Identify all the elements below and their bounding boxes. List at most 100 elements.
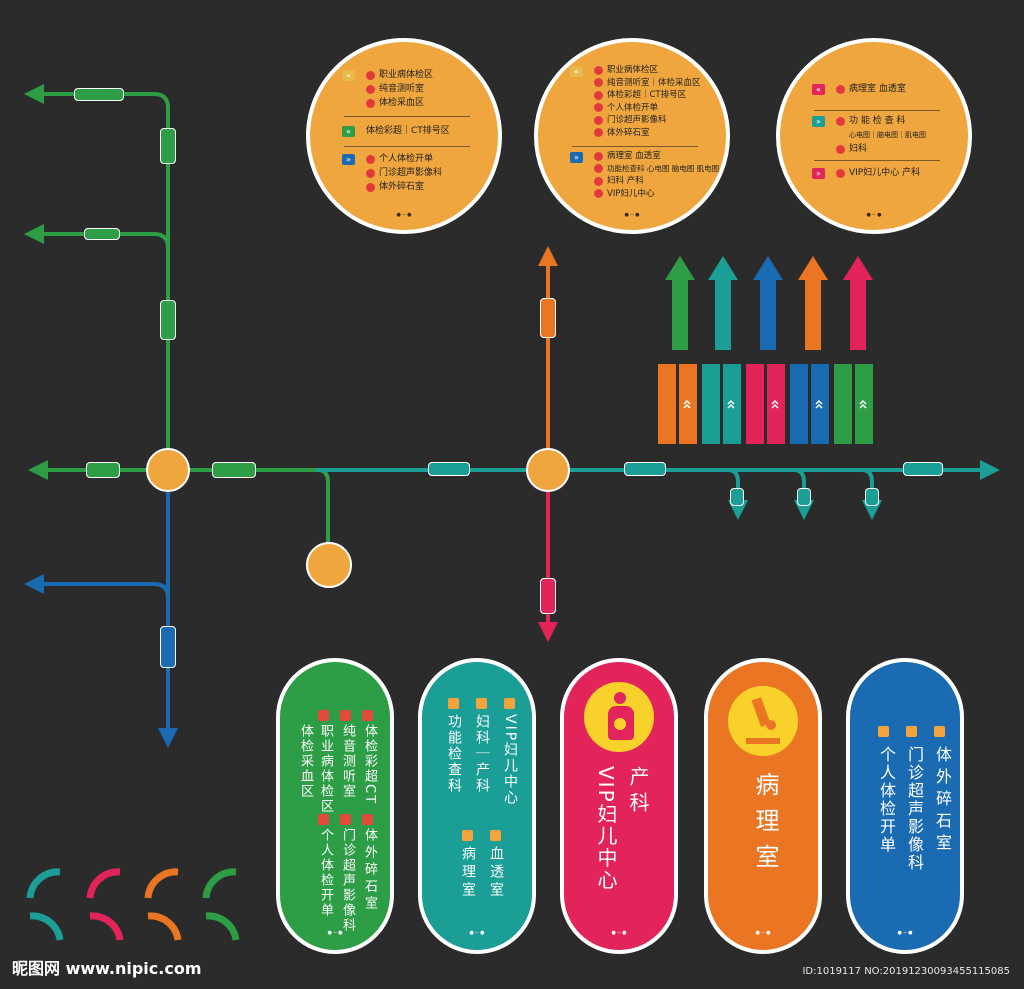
line-tag xyxy=(428,462,470,476)
department-icon xyxy=(594,164,603,174)
department-label: 病理室 血透室 xyxy=(607,151,661,161)
department-icon xyxy=(836,84,845,94)
department-icon xyxy=(594,151,603,161)
hospital-logo: ● ─ ● xyxy=(624,212,640,218)
pill-label: 体检采血区 xyxy=(298,724,313,799)
pill-label: VIP妇儿中心 xyxy=(502,714,518,807)
department-icon xyxy=(366,168,375,178)
wayfinding-pill-pink: 产科 VIP妇儿中心 ● ─ ● xyxy=(560,658,678,954)
department-label: 妇科 产科 xyxy=(607,176,644,186)
watermark-id: ID:1019117 NO:20191230093455115085 xyxy=(802,966,1010,977)
pill-label: 妇科｜产科 xyxy=(474,714,490,794)
mother-child-icon xyxy=(584,682,654,752)
direction-sign-1: « 职业病体检区 纯音测听室 体检采血区 « 体检彩超｜CT排号区 » 个人体检… xyxy=(306,38,502,234)
department-icon xyxy=(594,103,603,113)
color-bars xyxy=(658,364,873,444)
pill-label: VIP妇儿中心 xyxy=(594,766,618,892)
pill-label: 个人体检开单 xyxy=(877,746,896,854)
department-label: VIP妇儿中心 产科 xyxy=(849,168,921,178)
line-tag xyxy=(540,578,556,614)
department-icon xyxy=(318,814,329,825)
department-icon xyxy=(594,176,603,186)
double-chevron-down-icon: » xyxy=(812,168,825,179)
department-icon xyxy=(366,154,375,164)
department-label: 个人体检开单 xyxy=(607,102,659,113)
sign-group: « 体检彩超｜CT排号区 xyxy=(342,124,450,138)
sign-group: « 职业病体检区 纯音测听室｜体检采血区 体检彩超｜CT排号区 个人体检开单 门… xyxy=(570,64,701,139)
department-icon xyxy=(366,98,375,108)
blue-line-branch xyxy=(24,574,170,600)
line-tag xyxy=(86,462,120,478)
teal-branch-1 xyxy=(726,468,748,520)
pill-label: 体外碎石室 xyxy=(933,746,952,856)
direction-arrows xyxy=(665,256,873,350)
double-chevron-right-icon: » xyxy=(570,152,583,163)
green-line-east xyxy=(166,468,330,550)
department-label: 体检采血区 xyxy=(379,98,425,108)
pill-label: 个人体检开单 xyxy=(318,828,333,918)
department-label: 门诊超声影像科 xyxy=(379,168,443,178)
double-chevron-down-icon: » xyxy=(342,154,355,165)
sign-group: » 个人体检开单 门诊超声影像科 体外碎石室 xyxy=(342,152,443,194)
department-icon xyxy=(594,90,603,100)
department-label: 功能检查科 心电图 脑电图 肌电图 xyxy=(607,163,720,173)
pill-label: 门诊超声影像科 xyxy=(905,746,924,872)
direction-sign-3: « 病理室 血透室 » 功 能 检 查 科 心电图｜脑电图｜肌电图 妇科 » V… xyxy=(776,38,972,234)
department-label: VIP妇儿中心 xyxy=(607,188,655,199)
line-tag xyxy=(212,462,256,478)
department-label: 门诊超声影像科 xyxy=(607,115,667,125)
microscope-icon xyxy=(728,686,798,756)
department-label: 体检彩超｜CT排号区 xyxy=(607,90,687,100)
line-tag xyxy=(160,626,176,668)
department-icon xyxy=(448,698,459,709)
department-icon xyxy=(594,115,603,125)
teal-branch-3 xyxy=(860,468,882,520)
line-tag xyxy=(797,488,811,506)
pill-label: 体外碎石室 xyxy=(362,828,377,913)
pill-label: 病理室 xyxy=(751,772,779,880)
hospital-logo: ● ─ ● xyxy=(897,930,913,936)
department-icon xyxy=(594,78,603,88)
department-label: 职业病体检区 xyxy=(607,65,659,75)
department-icon xyxy=(934,726,945,737)
wayfinding-pill-teal: VIP妇儿中心 妇科｜产科 功能检查科 血透室 病理室 ● ─ ● xyxy=(418,658,536,954)
line-tag xyxy=(160,300,176,340)
department-icon xyxy=(594,128,603,138)
map-node xyxy=(146,448,190,492)
department-icon xyxy=(476,698,487,709)
wayfinding-pill-blue: 体外碎石室 门诊超声影像科 个人体检开单 ● ─ ● xyxy=(846,658,964,954)
wayfinding-pill-orange: 病理室 ● ─ ● xyxy=(704,658,822,954)
double-chevron-left-icon: « xyxy=(570,66,583,77)
department-icon xyxy=(490,830,501,841)
sign-group: « 职业病体检区 纯音测听室 体检采血区 xyxy=(342,68,434,110)
hospital-logo: ● ─ ● xyxy=(866,212,882,218)
pill-label: 体检彩超CT xyxy=(362,724,377,806)
line-tag xyxy=(865,488,879,506)
department-label: 心电图｜脑电图｜肌电图 xyxy=(849,131,926,139)
department-label: 病理室 血透室 xyxy=(849,84,906,94)
department-icon xyxy=(362,814,373,825)
department-label: 体检彩超｜CT排号区 xyxy=(366,126,450,136)
green-line-main xyxy=(24,84,170,472)
sign-group: » 病理室 血透室 功能检查科 心电图 脑电图 肌电图 妇科 产科 VIP妇儿中… xyxy=(570,150,720,200)
hospital-logo: ● ─ ● xyxy=(611,930,627,936)
department-icon xyxy=(594,189,603,199)
department-label: 纯音测听室 xyxy=(379,84,425,94)
department-icon xyxy=(462,830,473,841)
hospital-logo: ● ─ ● xyxy=(396,212,412,218)
department-icon xyxy=(340,814,351,825)
pill-label: 职业病体检区 xyxy=(318,724,333,814)
line-tag xyxy=(540,298,556,338)
department-label: 体外碎石室 xyxy=(607,127,650,138)
hospital-logo: ● ─ ● xyxy=(469,930,485,936)
department-icon xyxy=(836,116,845,126)
department-icon xyxy=(362,710,373,721)
line-tag xyxy=(160,128,176,164)
double-chevron-right-icon: » xyxy=(812,116,825,127)
department-label: 个人体检开单 xyxy=(379,154,434,164)
hospital-logo: ● ─ ● xyxy=(327,930,343,936)
department-label: 职业病体检区 xyxy=(379,70,434,80)
sign-group: » 功 能 检 查 科 心电图｜脑电图｜肌电图 妇科 xyxy=(812,114,926,156)
wayfinding-pill-green: 体检彩超CT 纯音测听室 职业病体检区 体检采血区 体外碎石室 门诊超声影像科 … xyxy=(276,658,394,954)
sign-group: » VIP妇儿中心 产科 xyxy=(812,166,921,180)
